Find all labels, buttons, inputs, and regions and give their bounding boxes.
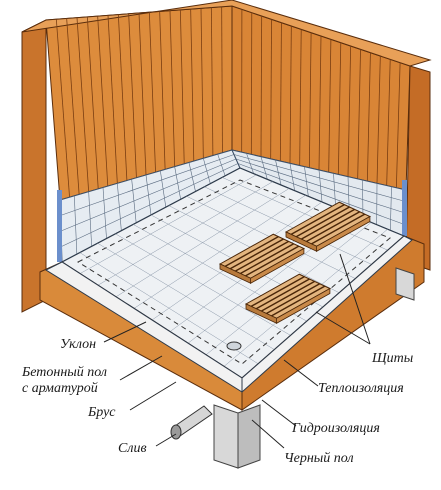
right-wall-board-lines — [241, 9, 401, 188]
wall-board-line — [376, 55, 381, 184]
wall-board-line — [386, 59, 391, 186]
label-slope: Уклон — [60, 337, 96, 352]
wall-board-line — [179, 9, 185, 164]
leader-insulation — [283, 359, 319, 387]
panel-slat — [266, 283, 321, 315]
wall-board-line — [55, 19, 70, 198]
panel-slat — [255, 278, 310, 310]
tile-line — [237, 163, 405, 225]
label-concrete-floor-2: с арматурой — [22, 381, 98, 396]
floor-panel-middle — [218, 233, 306, 284]
panel-slat — [290, 204, 345, 235]
leader-slope — [103, 321, 147, 343]
wall-board-line — [190, 9, 195, 162]
left-insulation-strip — [57, 190, 62, 262]
wall-board-line — [169, 10, 176, 167]
wall-board-line — [200, 8, 204, 159]
wall-board-line — [107, 15, 118, 184]
floor-grid-line — [204, 186, 372, 265]
top-frame — [21, 0, 432, 67]
wall-board-line — [308, 32, 312, 168]
wall-board-line — [117, 14, 128, 181]
floor-drain — [226, 341, 242, 351]
wall-board-line — [366, 52, 371, 182]
leader-panels-b — [339, 253, 371, 345]
wall-board-line — [210, 7, 214, 156]
wall-board-line — [260, 15, 263, 157]
wall-board-line — [76, 17, 90, 192]
drain-pipe-end — [170, 424, 182, 440]
pillar-left — [213, 404, 239, 469]
panel-slat — [300, 208, 355, 240]
wall-board-line — [159, 11, 166, 170]
wall-board-line — [86, 16, 99, 189]
panel-slat — [260, 280, 315, 312]
wall-board-line — [97, 16, 109, 187]
panel-edge — [219, 263, 252, 284]
floor-panel-front — [244, 273, 332, 324]
wall-board-line — [395, 62, 401, 188]
leader-rough-floor — [251, 419, 285, 449]
wall-board-line — [299, 29, 302, 166]
wall-board-line — [128, 13, 137, 178]
wall-board-line — [337, 42, 342, 175]
wall-board-line — [270, 19, 272, 159]
label-beam: Брус — [87, 405, 116, 420]
label-rough-floor: Черный пол — [284, 451, 354, 466]
pillar-right — [395, 267, 415, 301]
leader-waterproofing — [261, 399, 297, 427]
panel-edge — [285, 231, 318, 252]
wall-board-line — [347, 45, 352, 177]
floor-panels — [218, 201, 372, 324]
wall-board-line — [138, 12, 147, 176]
rebar-outline — [76, 179, 391, 365]
panel-slat — [271, 285, 326, 317]
leader-drain — [155, 433, 177, 447]
panel-slat — [311, 213, 366, 245]
panel-slat — [224, 236, 279, 267]
right-wall-outer — [405, 65, 431, 271]
floor-panel-back — [284, 201, 372, 252]
panel-slat — [306, 211, 361, 243]
tile-line — [233, 154, 406, 202]
panel-slat — [229, 238, 284, 270]
pillar-left-side — [237, 404, 261, 469]
panel-slat — [245, 245, 300, 277]
wall-board-line — [357, 49, 361, 179]
wall-board-line — [148, 12, 156, 173]
tile-line — [61, 163, 239, 247]
wall-board-line — [328, 39, 332, 173]
tile-line — [60, 154, 235, 216]
label-drain: Слив — [118, 441, 147, 456]
left-wall-outer — [21, 19, 47, 313]
wall-board-line — [318, 35, 322, 171]
label-concrete-floor-1: Бетонный пол — [21, 365, 107, 380]
wall-board-line — [279, 22, 282, 162]
leader-concrete — [119, 355, 163, 381]
leader-panels-a — [315, 311, 371, 345]
panel-slat — [234, 240, 289, 272]
label-waterproofing: Гидроизоляция — [291, 421, 380, 436]
left-wall-board-lines — [55, 6, 223, 198]
tile-line — [60, 158, 237, 232]
wall-board-line — [221, 6, 223, 153]
tile-line — [235, 158, 406, 214]
panel-edge — [245, 303, 278, 324]
panel-slat — [250, 276, 305, 307]
wall-tile-grid — [60, 153, 406, 255]
label-insulation: Теплоизоляция — [318, 381, 404, 396]
leader-beam — [129, 381, 177, 411]
panel-slat — [240, 243, 295, 275]
wall-board-line — [289, 25, 292, 164]
label-panels: Щиты — [371, 351, 413, 366]
wall-board-line — [66, 18, 80, 195]
panel-slat — [295, 206, 350, 238]
floor-grid-line — [222, 177, 388, 251]
right-insulation-strip — [402, 180, 407, 236]
